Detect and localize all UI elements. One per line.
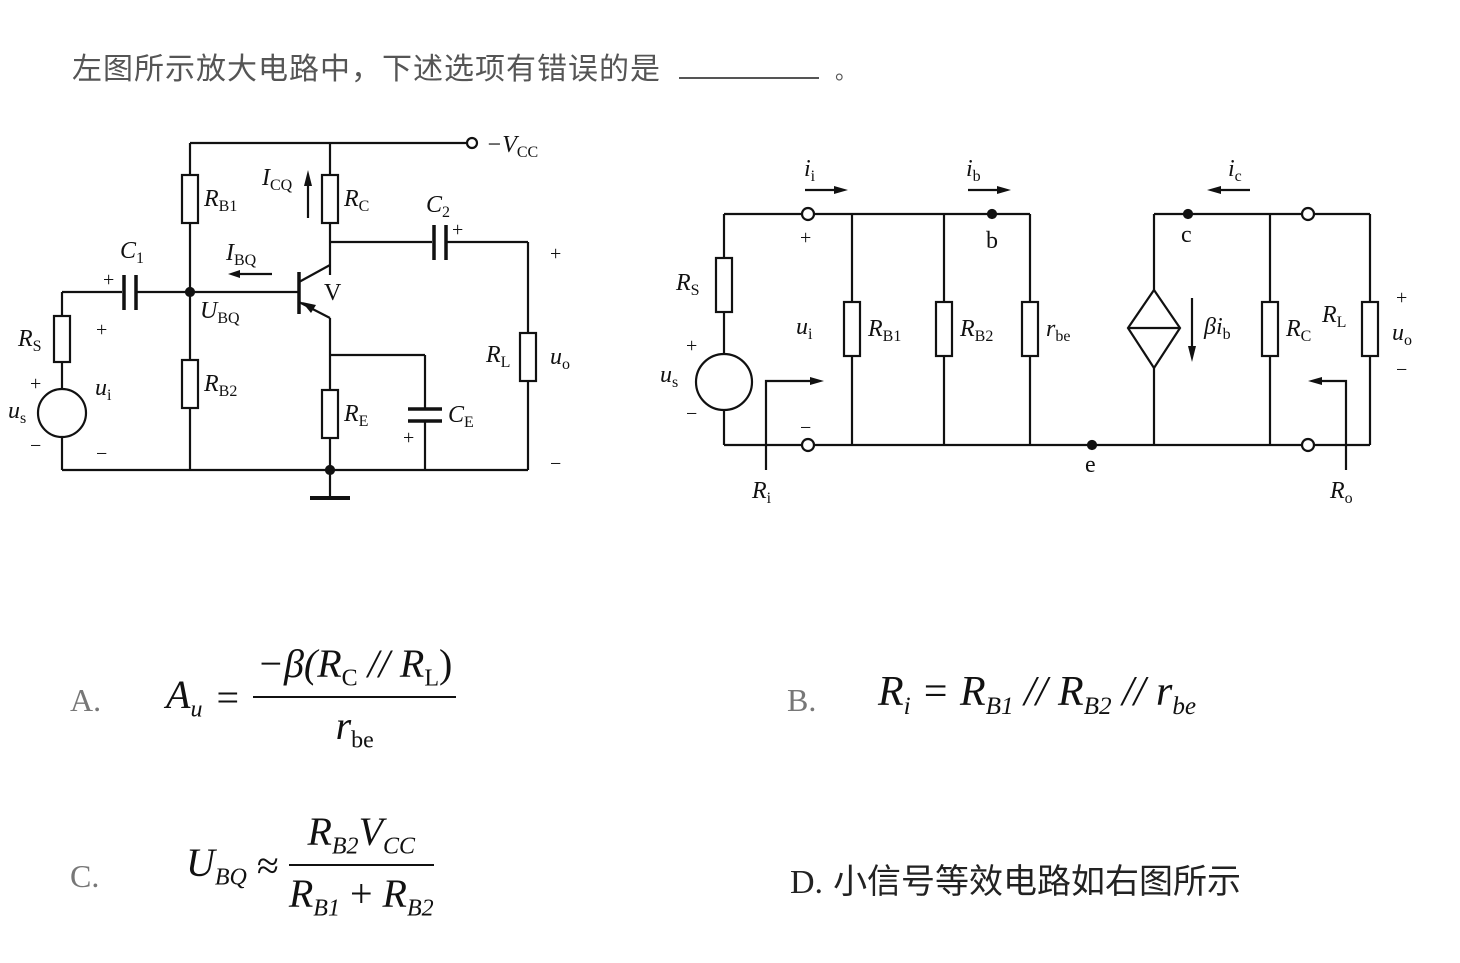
svg-text:rbe: rbe bbox=[1046, 316, 1070, 345]
svg-text:−: − bbox=[1396, 359, 1407, 381]
rb1-resistor-eq bbox=[842, 300, 862, 358]
svg-text:RS: RS bbox=[675, 270, 700, 299]
small-signal-labels: ii ib ic b c e RS RB1 RB2 rbe βib RC RL … bbox=[660, 156, 1412, 507]
svg-text:+: + bbox=[686, 335, 697, 357]
svg-text:ICQ: ICQ bbox=[261, 165, 293, 194]
rl-resistor bbox=[518, 331, 538, 383]
option-a-label: A. bbox=[70, 682, 102, 718]
option-a-lhs: Au bbox=[166, 672, 203, 723]
svg-text:RL: RL bbox=[1321, 302, 1346, 331]
svg-text:C2: C2 bbox=[426, 192, 450, 221]
small-signal-circuit bbox=[694, 186, 1380, 470]
svg-text:RE: RE bbox=[343, 401, 368, 430]
question-stem: 左图所示放大电路中，下述选项有错误的是 bbox=[72, 52, 661, 87]
rb2-resistor bbox=[180, 358, 200, 410]
rb1-resistor bbox=[180, 173, 200, 225]
answer-blank[interactable] bbox=[679, 49, 819, 79]
svg-text:IBQ: IBQ bbox=[225, 240, 257, 269]
svg-text:RB2: RB2 bbox=[959, 316, 993, 345]
svg-text:RL: RL bbox=[485, 342, 510, 371]
svg-text:ic: ic bbox=[1228, 156, 1242, 185]
svg-text:+: + bbox=[1396, 287, 1407, 309]
svg-text:Ri: Ri bbox=[751, 478, 772, 507]
rbe-resistor-eq bbox=[1020, 300, 1040, 358]
svg-text:ui: ui bbox=[796, 314, 813, 343]
option-b-label: B. bbox=[787, 682, 817, 718]
svg-text:CE: CE bbox=[448, 402, 474, 431]
rc-resistor-eq bbox=[1260, 300, 1280, 358]
svg-text:uo: uo bbox=[1392, 320, 1412, 349]
option-a-formula: Au = −β(RC // RL) rbe bbox=[166, 640, 457, 755]
option-a-fraction: −β(RC // RL) rbe bbox=[253, 640, 457, 755]
amplifier-labels: −VCC RB1 RB2 RC RE RS RL C1 C2 CE ICQ IB… bbox=[8, 132, 570, 475]
svg-text:RB1: RB1 bbox=[203, 186, 237, 215]
option-d-label: D. bbox=[790, 864, 824, 901]
svg-text:−: − bbox=[686, 403, 697, 425]
rb2-resistor-eq bbox=[934, 300, 954, 358]
svg-text:us: us bbox=[8, 398, 26, 427]
svg-text:+: + bbox=[550, 243, 561, 265]
svg-text:+: + bbox=[96, 319, 107, 341]
rs-resistor bbox=[52, 314, 72, 364]
svg-text:Ro: Ro bbox=[1329, 478, 1353, 507]
svg-text:ui: ui bbox=[95, 375, 112, 404]
svg-text:b: b bbox=[986, 228, 998, 254]
option-c-fraction: RB2VCC RB1 + RB2 bbox=[288, 809, 434, 922]
svg-text:+: + bbox=[103, 269, 114, 291]
svg-text:+: + bbox=[403, 427, 414, 449]
svg-text:C1: C1 bbox=[120, 238, 144, 267]
svg-text:−: − bbox=[30, 435, 41, 457]
amplifier-circuit bbox=[36, 136, 538, 500]
option-c-formula: UBQ ≈ RB2VCC RB1 + RB2 bbox=[186, 809, 434, 922]
svg-text:ii: ii bbox=[804, 156, 816, 185]
svg-text:+: + bbox=[452, 219, 463, 241]
rc-resistor bbox=[320, 173, 340, 225]
svg-text:−: − bbox=[550, 453, 561, 475]
svg-text:+: + bbox=[30, 373, 41, 395]
option-d-text: 小信号等效电路如右图所示 bbox=[833, 862, 1242, 902]
option-b-formula: Ri = RB1 // RB2 // rbe bbox=[878, 669, 1197, 720]
svg-text:RB1: RB1 bbox=[867, 316, 901, 345]
svg-text:ib: ib bbox=[966, 156, 981, 185]
rs-resistor-eq bbox=[714, 256, 734, 314]
svg-text:UBQ: UBQ bbox=[200, 298, 240, 327]
svg-text:−: − bbox=[96, 443, 107, 465]
us-source-eq bbox=[694, 352, 754, 412]
option-c-label: C. bbox=[70, 858, 100, 894]
svg-text:c: c bbox=[1181, 222, 1192, 248]
svg-text:−: − bbox=[800, 417, 811, 439]
svg-text:βib: βib bbox=[1203, 314, 1231, 343]
svg-text:V: V bbox=[324, 280, 342, 306]
svg-text:e: e bbox=[1085, 452, 1096, 478]
svg-text:RS: RS bbox=[17, 326, 42, 355]
question-text: 左图所示放大电路中，下述选项有错误的是 。 bbox=[72, 44, 858, 88]
svg-text:RB2: RB2 bbox=[203, 371, 237, 400]
svg-text:uo: uo bbox=[550, 344, 570, 373]
question-end-mark: 。 bbox=[835, 60, 859, 85]
svg-text:−VCC: −VCC bbox=[486, 132, 538, 161]
svg-text:+: + bbox=[800, 227, 811, 249]
rl-resistor-eq bbox=[1360, 300, 1380, 358]
svg-text:us: us bbox=[660, 362, 678, 391]
svg-text:RC: RC bbox=[1285, 316, 1311, 345]
option-d: D.小信号等效电路如右图所示 bbox=[790, 854, 1241, 903]
re-resistor bbox=[320, 388, 340, 440]
us-source bbox=[36, 387, 88, 439]
svg-text:RC: RC bbox=[343, 186, 369, 215]
vcc-terminal bbox=[465, 136, 479, 150]
